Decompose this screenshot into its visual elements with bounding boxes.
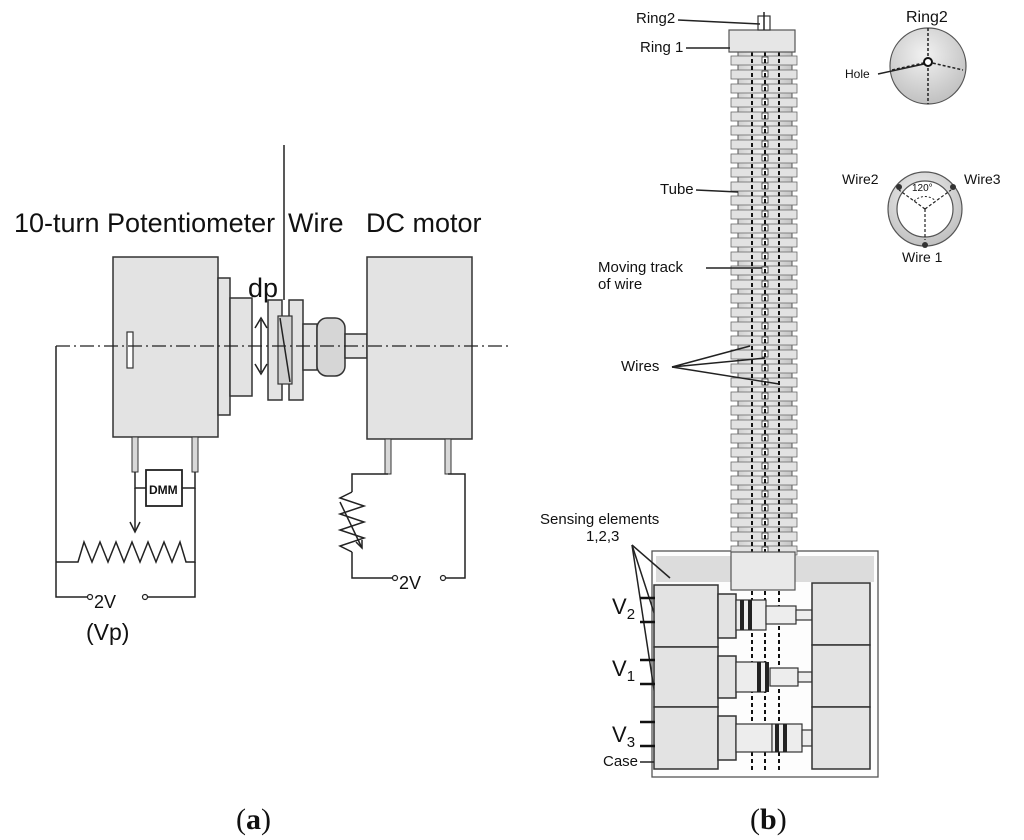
wire1-point bbox=[922, 242, 928, 248]
angle-label: 120° bbox=[912, 183, 933, 194]
sensing-element-3 bbox=[653, 706, 871, 770]
dp-label: dp bbox=[248, 273, 278, 303]
rheostat-left bbox=[56, 539, 190, 565]
ring2-label: Ring2 bbox=[636, 10, 675, 27]
rheostat-right-arrow bbox=[339, 501, 363, 549]
inset-ring2-label: Ring2 bbox=[906, 9, 948, 26]
bottom-ring bbox=[730, 551, 796, 591]
panel-a: 10-turn Potentiometer Wire DC motor dp bbox=[14, 145, 512, 836]
dc-motor-body bbox=[366, 256, 473, 440]
sensing-element-1 bbox=[653, 644, 871, 708]
vp-label: (Vp) bbox=[86, 619, 129, 645]
terminal-left-a bbox=[86, 593, 94, 601]
v2-label: V2 bbox=[612, 594, 635, 623]
wire-wrap bbox=[279, 317, 291, 383]
hole-label: Hole bbox=[845, 67, 870, 81]
ring1 bbox=[728, 29, 796, 53]
dmm-label: DMM bbox=[149, 483, 178, 497]
ring2-hole bbox=[923, 57, 933, 67]
motor-pin-left bbox=[384, 438, 392, 475]
wire2-point bbox=[896, 184, 902, 190]
coupling-body bbox=[316, 317, 346, 377]
pot-pin-right bbox=[191, 436, 199, 473]
v1-label: V1 bbox=[612, 656, 635, 685]
wiper-arrow bbox=[129, 521, 141, 534]
case-label: Case bbox=[603, 753, 638, 770]
sensing-element-2 bbox=[653, 582, 871, 648]
voltage-right-label: 2V bbox=[399, 573, 421, 593]
wire2-label: Wire2 bbox=[842, 171, 879, 187]
wire3-point bbox=[950, 184, 956, 190]
dp-arrow-down bbox=[254, 363, 268, 376]
wire-title: Wire bbox=[288, 208, 344, 238]
terminal-left-b bbox=[141, 593, 149, 601]
ring1-label: Ring 1 bbox=[640, 39, 683, 56]
wires-label: Wires bbox=[621, 358, 659, 375]
dp-arrow-up bbox=[254, 316, 268, 329]
terminal-right-b bbox=[439, 574, 447, 582]
pot-pin-left bbox=[131, 436, 139, 473]
rheostat-right bbox=[337, 491, 367, 553]
motor-pin-right bbox=[444, 438, 452, 475]
wire1-label: Wire 1 bbox=[902, 249, 943, 265]
tube-label: Tube bbox=[660, 181, 694, 198]
caption-a: (a) bbox=[236, 803, 271, 836]
terminal-right-a bbox=[391, 574, 399, 582]
v3-label: V3 bbox=[612, 722, 635, 751]
coupling-collar bbox=[302, 323, 318, 371]
potentiometer-slot bbox=[126, 331, 134, 369]
potentiometer-hub bbox=[229, 297, 253, 397]
voltage-left-label: 2V bbox=[94, 592, 116, 612]
caption-b: (b) bbox=[750, 803, 787, 836]
dc-motor-title: DC motor bbox=[366, 208, 482, 238]
potentiometer-title: 10-turn Potentiometer bbox=[14, 208, 275, 238]
wire3-label: Wire3 bbox=[964, 171, 1001, 187]
